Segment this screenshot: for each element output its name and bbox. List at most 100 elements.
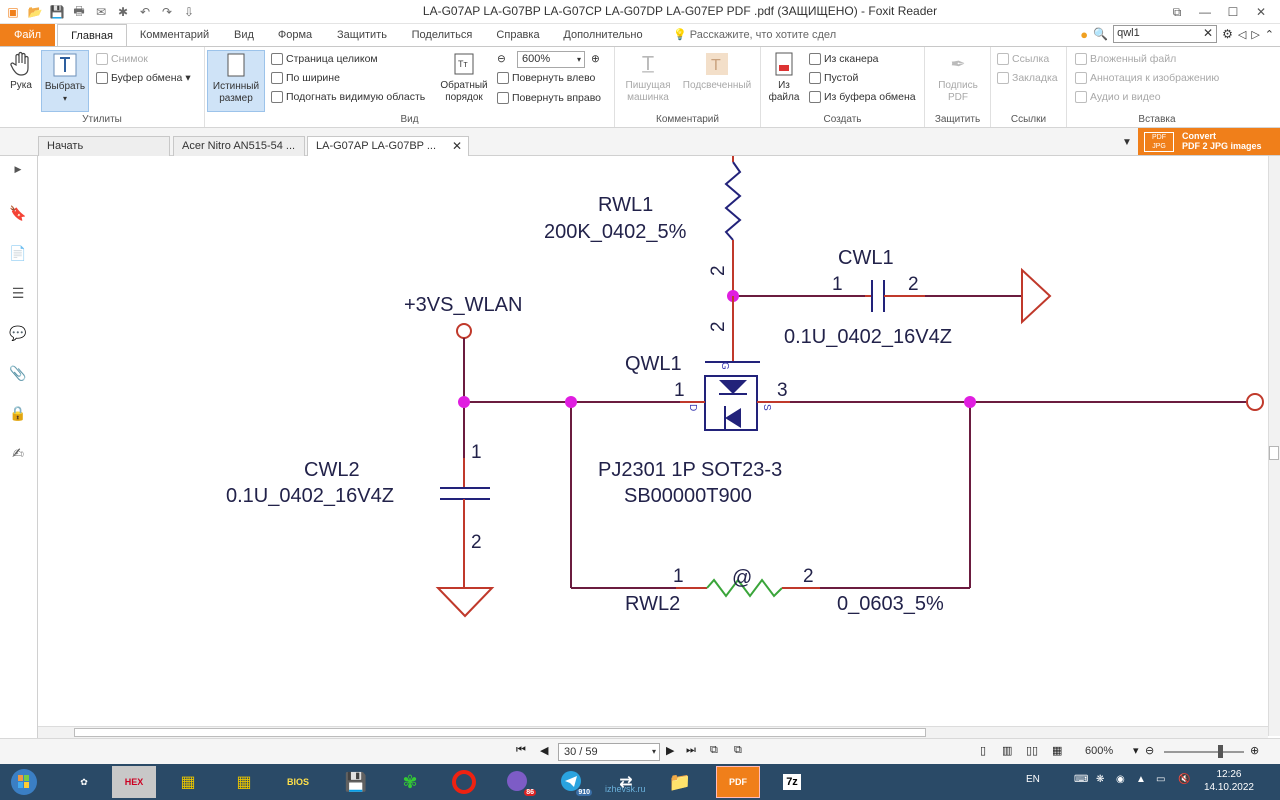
image-annotation-button[interactable]: Аннотация к изображению xyxy=(1075,70,1219,86)
doc-tab-active[interactable]: LA-G07AP LA-G07BP ... ✕ xyxy=(307,136,469,156)
fit-visible-button[interactable]: Подогнать видимую область xyxy=(271,89,425,105)
taskbar-chip-tool-1-icon[interactable]: ▦ xyxy=(180,774,196,791)
next-result-icon[interactable]: ▷ xyxy=(1251,28,1260,41)
clock[interactable]: 12:26 14.10.2022 xyxy=(1204,768,1254,794)
taskbar-foxit-icon[interactable]: PDF xyxy=(716,766,760,798)
expand-panel-icon[interactable]: ▶ xyxy=(14,163,22,174)
vertical-scroll-thumb[interactable] xyxy=(1269,446,1279,460)
taskbar-bios-tool-icon[interactable]: BIOS xyxy=(276,766,320,798)
attachments-icon[interactable]: 📎 xyxy=(9,364,27,381)
horizontal-scrollbar[interactable] xyxy=(38,726,1268,738)
account-icon[interactable]: ● xyxy=(1080,26,1089,42)
fit-page-button[interactable]: Страница целиком xyxy=(271,51,378,67)
tray-volume-icon[interactable]: 🔇 xyxy=(1178,774,1191,785)
taskbar-hex-editor-icon[interactable]: HEX xyxy=(112,766,156,798)
from-clipboard-button[interactable]: Из буфера обмена xyxy=(809,89,916,105)
single-page-icon[interactable]: ▯ xyxy=(980,745,987,757)
redo-icon[interactable]: ↷ xyxy=(161,5,173,19)
taskbar-green-app-icon[interactable]: ✾ xyxy=(402,771,418,792)
from-file-button[interactable]: Из файла xyxy=(765,50,803,112)
hand-button[interactable]: Рука xyxy=(4,50,38,100)
document-view[interactable]: RWL1 200K_0402_5% 2 CWL1 1 2 0.1U_0402_1… xyxy=(38,156,1268,726)
restore-layout-icon[interactable]: ⧉ xyxy=(1172,4,1182,19)
zoom-out-status-icon[interactable]: ⊖ xyxy=(1145,745,1155,757)
taskbar-telegram-icon[interactable]: 910 xyxy=(550,766,594,798)
first-page-icon[interactable]: ⏮ xyxy=(516,744,526,756)
taskbar-opera-icon[interactable] xyxy=(442,766,486,798)
zoom-slider[interactable] xyxy=(1164,751,1244,753)
tab-share[interactable]: Поделиться xyxy=(411,29,473,41)
tab-view[interactable]: Вид xyxy=(234,29,254,41)
comments-icon[interactable]: 💬 xyxy=(9,324,27,341)
convert-ad-banner[interactable]: PDF JPG Convert PDF 2 JPG images xyxy=(1138,128,1280,155)
tab-comment[interactable]: Комментарий xyxy=(139,29,210,41)
snapshot-button[interactable]: Снимок xyxy=(96,51,148,67)
ribbon-collapse-icon[interactable]: ⌃ xyxy=(1264,28,1274,41)
link-button[interactable]: Ссылка xyxy=(997,51,1049,67)
next-page-icon[interactable]: ▶ xyxy=(666,745,675,757)
zoom-dropdown-icon-status[interactable]: ▾ xyxy=(1133,745,1139,757)
select-button[interactable]: Выбрать ▾ xyxy=(41,50,89,112)
security-lock-icon[interactable]: 🔒 xyxy=(9,404,27,421)
tab-list-dropdown-icon[interactable]: ▼ xyxy=(1122,137,1132,148)
close-tab-icon[interactable]: ✕ xyxy=(451,139,462,153)
page-number-input[interactable]: 30 / 59 ▾ xyxy=(558,743,660,761)
taskbar-chip-tool-2-icon[interactable]: ▦ xyxy=(236,774,252,791)
prev-result-icon[interactable]: ◁ xyxy=(1237,28,1247,41)
previous-view-icon[interactable]: ⧉ xyxy=(710,744,718,756)
tab-form[interactable]: Форма xyxy=(277,29,313,41)
tray-app-icon[interactable]: ❋ xyxy=(1096,774,1105,785)
blank-button[interactable]: Пустой xyxy=(809,70,858,86)
bookmarks-icon[interactable]: 🔖 xyxy=(9,204,27,221)
actual-size-button[interactable]: Истинный размер xyxy=(207,50,265,112)
bookmark-button[interactable]: Закладка xyxy=(997,70,1058,86)
new-icon[interactable]: ✱ xyxy=(117,5,129,19)
audio-video-button[interactable]: Аудио и видео xyxy=(1075,89,1161,105)
taskbar-viber-icon[interactable]: 86 xyxy=(496,766,540,798)
typewriter-button[interactable]: T̲ Пишущая машинка xyxy=(619,50,677,112)
taskbar-file-explorer-icon[interactable]: 📁 xyxy=(668,771,692,792)
zoom-select[interactable]: 600% ▾ xyxy=(517,51,585,68)
pages-icon[interactable]: 📄 xyxy=(9,244,27,261)
signatures-icon[interactable]: ✍ xyxy=(12,444,24,461)
continuous-page-icon[interactable]: ▥ xyxy=(1002,745,1013,757)
taskbar-save-tool-icon[interactable]: 💾 xyxy=(344,771,368,792)
find-icon[interactable]: 🔍 xyxy=(1093,27,1109,41)
open-icon[interactable]: 📂 xyxy=(27,5,43,19)
facing-page-icon[interactable]: ▯▯ xyxy=(1026,745,1039,757)
reflow-button[interactable]: Tт Обратный порядок xyxy=(436,50,492,112)
start-button[interactable] xyxy=(2,766,46,798)
clear-search-icon[interactable]: ✕ xyxy=(1203,26,1214,40)
customize-qat-icon[interactable]: ⇩ xyxy=(183,5,195,19)
tray-expand-icon[interactable]: ▲ xyxy=(1136,774,1146,785)
undo-icon[interactable]: ↶ xyxy=(139,5,151,19)
layers-icon[interactable]: ☰ xyxy=(11,284,25,301)
doc-tab-acer[interactable]: Acer Nitro AN515-54 ... xyxy=(173,136,305,156)
sign-pdf-button[interactable]: ✒ Подпись PDF xyxy=(931,50,985,112)
taskbar-7zip-icon[interactable]: 7z xyxy=(770,766,814,798)
print-icon[interactable]: 🖶 xyxy=(73,3,85,18)
highlight-button[interactable]: T Подсвеченный xyxy=(677,50,757,100)
tray-keyboard-icon[interactable]: ⌨ xyxy=(1074,774,1089,785)
clipboard-button[interactable]: Буфер обмена ▾ xyxy=(96,70,191,86)
horizontal-scroll-thumb[interactable] xyxy=(74,728,926,737)
minimize-icon[interactable]: — xyxy=(1199,5,1211,19)
next-view-icon[interactable]: ⧉ xyxy=(734,744,742,756)
rotate-left-button[interactable]: Повернуть влево xyxy=(497,70,595,86)
tab-help[interactable]: Справка xyxy=(496,29,540,41)
last-page-icon[interactable]: ⏭ xyxy=(686,744,696,756)
zoom-out-icon[interactable]: ⊖ xyxy=(497,53,506,65)
taskbar-shuffle-app-icon[interactable]: ⇄ xyxy=(619,774,633,791)
tab-file[interactable]: Файл xyxy=(0,24,55,46)
save-icon[interactable]: 💾 xyxy=(49,5,65,19)
from-scanner-button[interactable]: Из сканера xyxy=(809,51,879,67)
search-input[interactable]: qwl1 ✕ xyxy=(1113,25,1218,43)
settings-icon[interactable]: ⚙ xyxy=(1222,27,1233,41)
tray-monitor-icon[interactable]: ▭ xyxy=(1156,774,1166,785)
language-indicator[interactable]: EN xyxy=(1026,774,1040,785)
attachment-button[interactable]: Вложенный файл xyxy=(1075,51,1176,67)
tab-extra[interactable]: Дополнительно xyxy=(563,29,643,41)
zoom-in-icon[interactable]: ⊕ xyxy=(591,53,600,65)
prev-page-icon[interactable]: ◀ xyxy=(540,745,549,757)
rotate-right-button[interactable]: Повернуть вправо xyxy=(497,90,601,106)
